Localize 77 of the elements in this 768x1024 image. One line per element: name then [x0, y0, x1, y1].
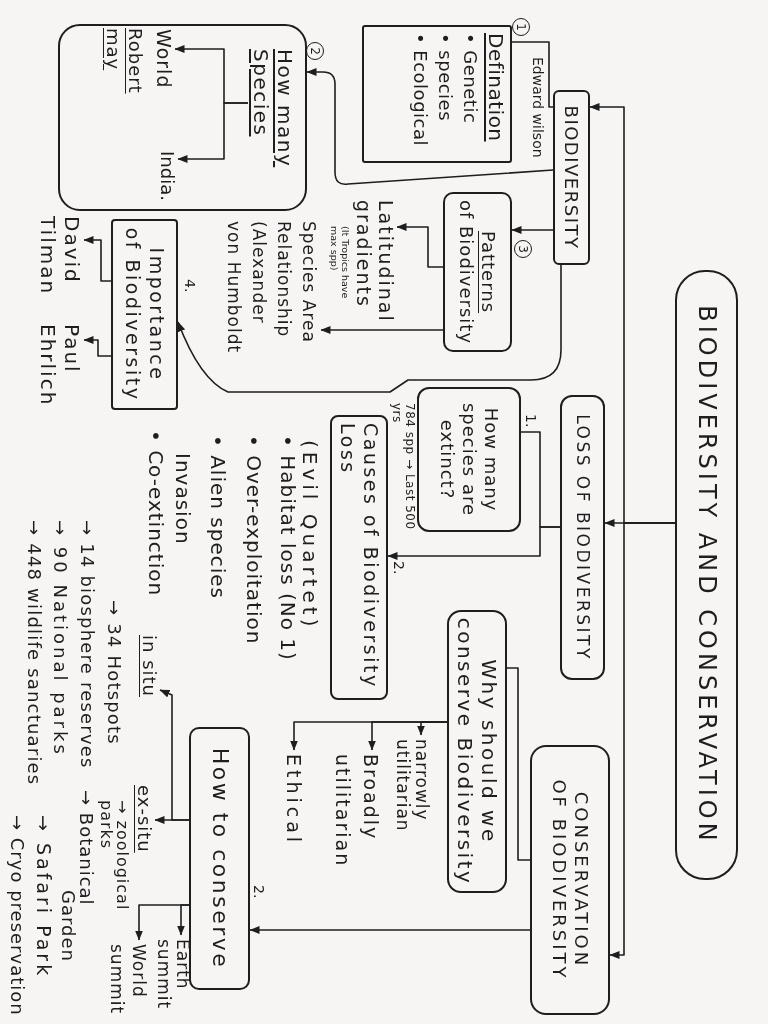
box-heading: Defination: [483, 33, 508, 142]
list-item: → zoological parks: [98, 800, 130, 913]
topic-box: [362, 25, 512, 163]
note-text: (It Tropics have max spp): [329, 226, 351, 301]
topic-box: [443, 192, 512, 352]
topic-box: [330, 415, 388, 700]
arrow: [249, 926, 531, 934]
branch-text: World summit: [106, 940, 150, 1024]
heading-text: How many Species: [248, 49, 297, 179]
arrow: [154, 816, 190, 824]
box-label: How many species are extinct?: [436, 401, 502, 519]
step-number: 4.: [181, 279, 198, 293]
bullet-item: • Ecological: [409, 33, 432, 146]
arrow: [135, 904, 190, 941]
bullet-item: • Co-extinction: [143, 430, 168, 597]
arrow: [387, 526, 561, 560]
arrow: [83, 236, 112, 282]
arrow: [320, 326, 444, 334]
branch-text: ex-situ: [133, 785, 155, 853]
title-text: BIODIVERSITY AND CONSERVATION: [692, 305, 722, 845]
list-item: → 14 biosphere reserves: [76, 520, 98, 769]
topic-box: [111, 219, 178, 410]
bullet-item: • Genetic: [459, 33, 482, 124]
step-number: 1.: [522, 414, 539, 428]
box-label: LOSS OF BIODIVERSITY: [572, 414, 593, 661]
branch-text: David Tilman: [35, 216, 84, 311]
arrow: [290, 721, 448, 751]
box-label: CONSERVATION OF BIODIVERSITY: [548, 778, 592, 983]
box-label: Why should we conserve Biodiversity: [452, 616, 502, 887]
bullet-item: • Over-exploitation: [241, 435, 266, 645]
list-item: → Safari Park: [32, 815, 55, 979]
branch-text: Ethical: [281, 750, 305, 847]
arrow: [306, 68, 554, 185]
list-item: → 448 wildlife sanctuaries: [23, 520, 45, 786]
arrow: [83, 336, 112, 357]
box-heading: Importance: [144, 247, 168, 382]
branch-text: Paul Ehrlich: [35, 324, 84, 424]
topic-box: [553, 90, 590, 265]
list-item: → Cryo preservation: [6, 815, 28, 1016]
box-label: How to conserve: [206, 747, 233, 970]
box-label: Causes of Biodiversity Loss: [336, 423, 383, 691]
box-label: of Biodiversity: [455, 199, 478, 345]
arrow: [177, 264, 562, 393]
note-text: 784 spp → Last 500 yrs: [390, 403, 416, 532]
bullet-item: • Habitat loss (No 1): [275, 435, 300, 661]
topic-box: [417, 387, 521, 532]
box-heading: Patterns: [477, 230, 500, 314]
list-item: → Botanical Garden: [59, 790, 95, 964]
topic-box: [530, 745, 610, 1015]
note-text: Robert may: [102, 28, 146, 96]
branch-text: Broadly utilitarian: [329, 750, 385, 880]
list-item: → 34 Hotspots: [103, 600, 125, 745]
topic-box: [189, 727, 250, 990]
bullet-item: • species: [434, 33, 457, 122]
topic-box: [560, 395, 605, 680]
arrow: [396, 223, 444, 268]
branch-text: in situ: [138, 635, 160, 697]
branch-text: (Alexander von Humboldt: [223, 221, 270, 356]
note-text: (Evil Quartet): [297, 440, 322, 631]
arrow: [511, 226, 554, 234]
bullet-item: • Alien species Invasion: [170, 435, 231, 601]
arrow: [177, 102, 249, 163]
topic-box: [447, 610, 507, 893]
step-number: 2.: [390, 561, 407, 575]
branch-text: India.: [156, 151, 178, 201]
list-item: → 90 National parks: [49, 520, 71, 757]
branch-text: Latitudinal gradients: [353, 200, 397, 330]
box-label: BIODIVERSITY: [560, 105, 583, 250]
branch-text: narrowly utilitarian: [393, 735, 431, 845]
branch-text: World: [151, 29, 175, 89]
step-number: 2.: [250, 885, 267, 899]
connector-line: [506, 667, 531, 861]
rounded-box: [58, 24, 307, 211]
box-label: of Biodiversity: [121, 227, 145, 402]
connector-line: [511, 41, 554, 108]
arrow: [609, 522, 676, 959]
title-box: [675, 270, 738, 880]
